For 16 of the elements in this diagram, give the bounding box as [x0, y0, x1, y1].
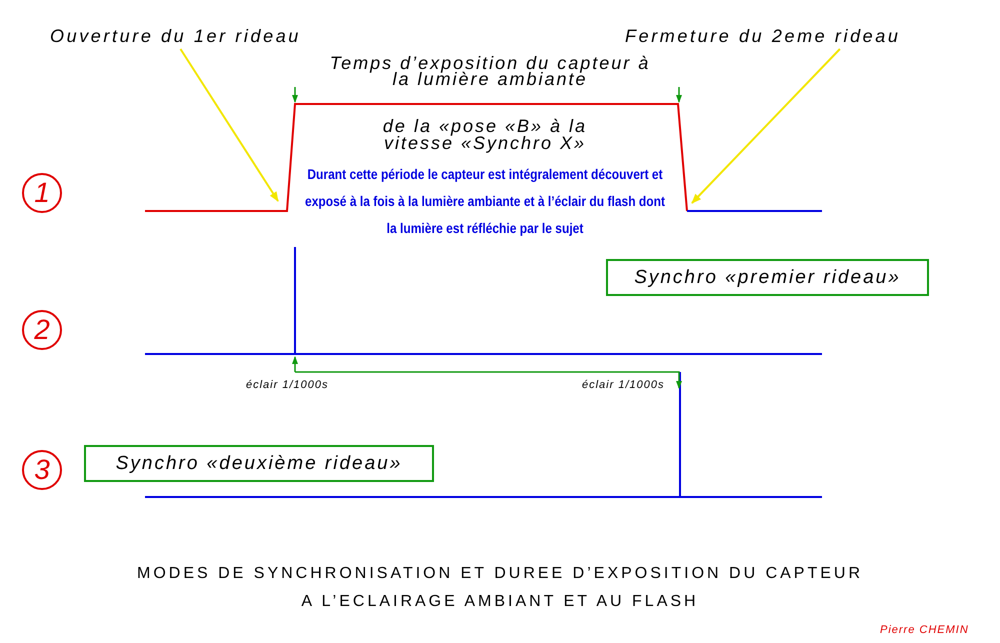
- mode-label-box: Synchro «deuxième rideau»: [84, 445, 434, 482]
- step-number: 1: [22, 173, 62, 213]
- signature-text: Pierre CHEMIN: [880, 624, 969, 636]
- callout-text: Fermeture du 2eme rideau: [625, 26, 901, 47]
- step-number: 2: [22, 310, 62, 350]
- leader-arrow: [691, 48, 841, 204]
- callout-text: Ouverture du 1er rideau: [50, 26, 301, 47]
- flash-duration-label: éclair 1/1000s: [246, 379, 328, 391]
- step-number: 3: [22, 450, 62, 490]
- description-text: Durant cette période le capteur est intégralement découvert et exposé à la fois à la lumière ambiante et à l’éclair du flash dont la lumière est réfléchie par le sujet: [304, 165, 666, 238]
- leader-arrow: [180, 48, 279, 202]
- annotation-text: Temps d’exposition du capteur à la lumière ambiante: [328, 55, 652, 87]
- annotation-text: de la «pose «B» à la vitesse «Synchro X»: [382, 118, 588, 152]
- flash-duration-label: éclair 1/1000s: [582, 379, 664, 391]
- mode-label-box: Synchro «premier rideau»: [606, 259, 929, 296]
- caption-text: MODES DE SYNCHRONISATION ET DUREE D’EXPOSITION DU CAPTEUR A L’ECLAIRAGE AMBIANT ET AU FLASH: [136, 564, 864, 612]
